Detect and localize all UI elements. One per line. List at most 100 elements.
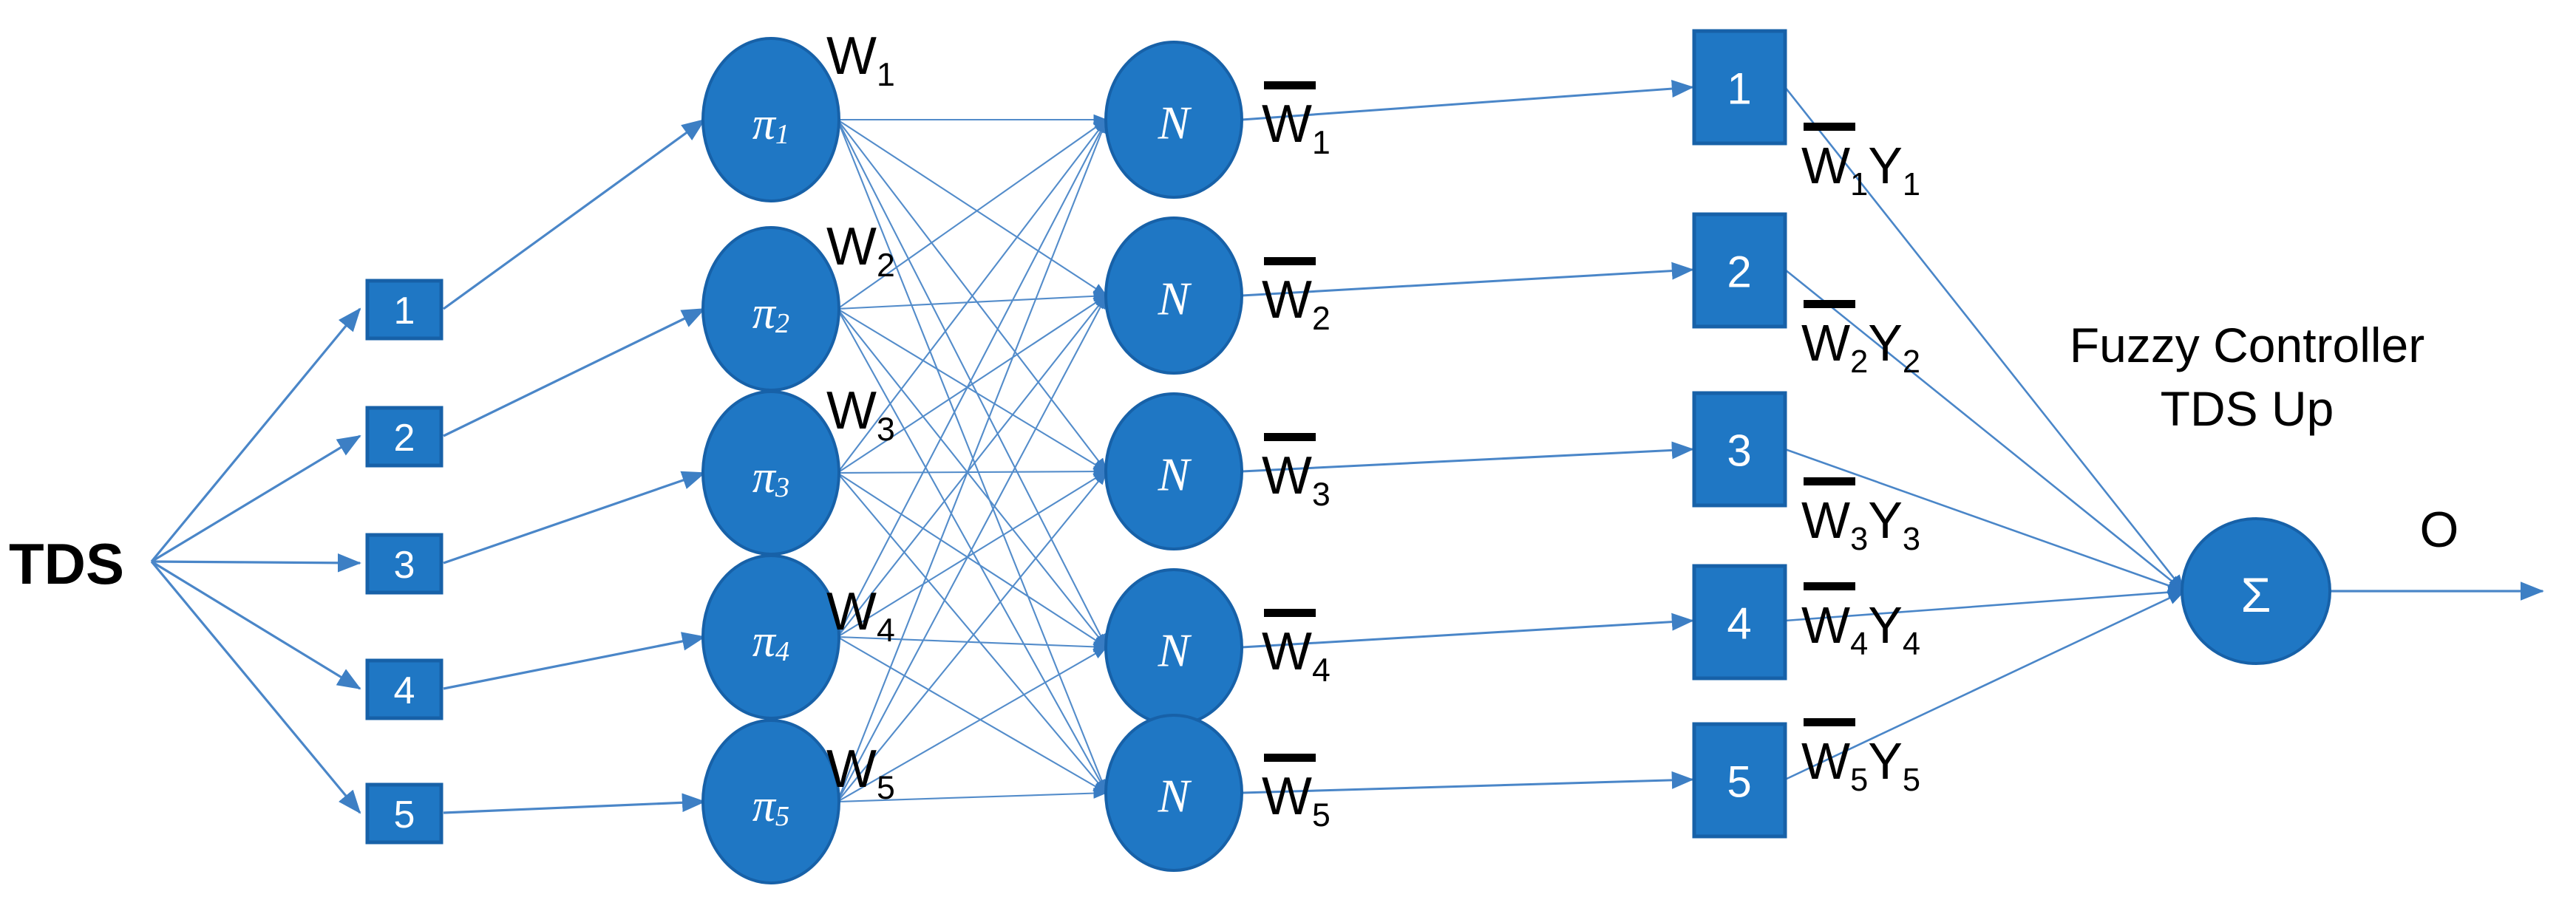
fuzzy-controller-caption-line1: Fuzzy Controller <box>2070 318 2424 372</box>
layer2-node-pi-2[interactable]: π2 <box>701 226 840 392</box>
svg-text:W4Y4: W4Y4 <box>1801 596 1920 662</box>
layer3-node-n-1-label: N <box>1158 97 1192 149</box>
svg-text:π2: π2 <box>752 288 789 339</box>
edges-input-to-layer1 <box>150 307 361 814</box>
layer3-node-n-5[interactable]: N <box>1104 714 1243 872</box>
layer1-node-5-label: 5 <box>394 794 415 836</box>
sigma-node-label: Σ <box>2241 567 2271 622</box>
layer1-node-3[interactable]: 3 <box>365 533 444 595</box>
layer2-node-pi-2-label: π <box>752 288 777 338</box>
layer2-node-pi-4[interactable]: π4 <box>701 554 840 720</box>
layer5-summation: Fuzzy Controller TDS Up Σ O <box>2070 318 2459 665</box>
fuzzy-controller-caption-line2: TDS Up <box>2161 381 2334 436</box>
layer1-node-4-label: 4 <box>394 669 415 712</box>
svg-text:W3: W3 <box>1262 446 1331 513</box>
layer3-node-n-4-label: N <box>1158 624 1192 677</box>
layer3-node-n-2[interactable]: N <box>1104 216 1243 375</box>
layer3-node-n-4[interactable]: N <box>1104 568 1243 726</box>
overline-bar-w1y1 <box>1804 123 1855 131</box>
normalized-weight-label-w4: W4 <box>1262 609 1331 689</box>
layer1-node-5[interactable]: 5 <box>365 782 444 845</box>
weight-label-w2: W2 <box>826 217 895 284</box>
layer2-node-pi-4-label: π <box>752 616 777 666</box>
layer1-node-4[interactable]: 4 <box>365 658 444 720</box>
overline-bar-w5y5 <box>1804 718 1855 726</box>
layer4-node-4[interactable]: 4 <box>1692 564 1787 681</box>
svg-text:W3Y3: W3Y3 <box>1801 491 1920 557</box>
layer4-nodes: 1 2 3 4 5 <box>1692 29 1787 839</box>
layer4-node-2-label: 2 <box>1727 248 1751 297</box>
layer4-node-4-label: 4 <box>1727 599 1751 649</box>
layer2-node-pi-4-sub: 4 <box>775 636 789 667</box>
edges-layer4-to-sigma <box>1784 86 2186 781</box>
layer3-node-n-3[interactable]: N <box>1104 392 1243 550</box>
svg-text:π4: π4 <box>752 616 789 667</box>
edges-layer2-to-layer3 <box>837 114 1108 803</box>
layer2-node-pi-1-sub: 1 <box>775 119 789 150</box>
layer1-node-2-label: 2 <box>394 417 415 460</box>
layer4-node-5-label: 5 <box>1727 757 1751 807</box>
overline-bar-w2 <box>1264 257 1316 265</box>
svg-text:W5: W5 <box>1262 767 1331 833</box>
layer3-normalized-weight-labels: W1 W2 W3 W4 <box>1262 81 1331 833</box>
overline-bar-w3y3 <box>1804 477 1855 485</box>
weight-label-w3: W3 <box>826 381 895 448</box>
svg-text:W2: W2 <box>1262 270 1331 337</box>
layer2-node-pi-1-label: π <box>752 99 777 149</box>
normalized-weight-label-w5: W5 <box>1262 754 1331 833</box>
layer4-node-3-label: 3 <box>1727 426 1751 476</box>
layer2-node-pi-5-label: π <box>752 781 777 831</box>
layer2-node-pi-3-sub: 3 <box>775 472 789 503</box>
svg-text:W1: W1 <box>1262 95 1331 161</box>
layer2-node-pi-2-sub: 2 <box>775 308 789 339</box>
layer3-node-n-2-label: N <box>1158 273 1192 325</box>
overline-bar-w5 <box>1264 754 1316 762</box>
layer2-node-pi-5[interactable]: π5 <box>701 719 840 884</box>
svg-text:π3: π3 <box>752 452 789 503</box>
layer3-node-n-5-label: N <box>1158 770 1192 822</box>
normalized-weight-label-w1: W1 <box>1262 81 1331 161</box>
svg-text:W1Y1: W1Y1 <box>1801 137 1920 202</box>
weight-label-w5: W5 <box>826 740 895 806</box>
overline-bar-w4y4 <box>1804 582 1855 590</box>
layer4-node-1-label: 1 <box>1727 64 1751 114</box>
overline-bar-w2y2 <box>1804 300 1855 308</box>
consequent-label-w4y4: W4Y4 <box>1801 582 1920 662</box>
layer2-node-pi-3[interactable]: π3 <box>701 390 840 556</box>
layer2-nodes: π1 π2 π3 π4 <box>701 37 840 884</box>
layer3-node-n-1[interactable]: N <box>1104 41 1243 199</box>
layer3-node-n-3-label: N <box>1158 448 1192 501</box>
overline-bar-w4 <box>1264 609 1316 617</box>
layer1-nodes: 1 2 3 4 5 <box>365 279 444 845</box>
layer4-node-3[interactable]: 3 <box>1692 391 1787 508</box>
layer1-node-3-label: 3 <box>394 544 415 587</box>
edges-layer3-to-layer4 <box>1241 80 1694 794</box>
layer1-node-2[interactable]: 2 <box>365 406 444 468</box>
layer2-weight-labels: W1 W2 W3 W4 W5 <box>826 27 895 806</box>
layer1-node-1[interactable]: 1 <box>365 279 444 341</box>
sigma-node[interactable]: Σ <box>2181 517 2331 665</box>
layer1-node-1-label: 1 <box>394 290 415 332</box>
consequent-label-w2y2: W2Y2 <box>1801 300 1920 380</box>
consequent-label-w5y5: W5Y5 <box>1801 718 1920 798</box>
layer4-node-2[interactable]: 2 <box>1692 212 1787 329</box>
weight-label-w4: W4 <box>826 582 895 649</box>
edges-layer1-to-layer2 <box>443 118 706 814</box>
svg-text:π5: π5 <box>752 781 789 832</box>
layer4-node-5[interactable]: 5 <box>1692 722 1787 839</box>
layer3-nodes: N N N N N <box>1104 41 1243 872</box>
svg-text:W5Y5: W5Y5 <box>1801 732 1920 798</box>
layer4-node-1[interactable]: 1 <box>1692 29 1787 146</box>
layer2-node-pi-3-label: π <box>752 452 777 502</box>
consequent-label-w1y1: W1Y1 <box>1801 123 1920 202</box>
svg-text:W4: W4 <box>1262 622 1331 689</box>
output-label-o: O <box>2420 502 2459 558</box>
overline-bar-w3 <box>1264 433 1316 441</box>
svg-text:π1: π1 <box>752 99 789 150</box>
overline-bar-w1 <box>1264 81 1316 89</box>
layer2-node-pi-5-sub: 5 <box>775 801 789 832</box>
input-label-tds: TDS <box>9 531 124 596</box>
layer2-node-pi-1[interactable]: π1 <box>701 37 840 202</box>
